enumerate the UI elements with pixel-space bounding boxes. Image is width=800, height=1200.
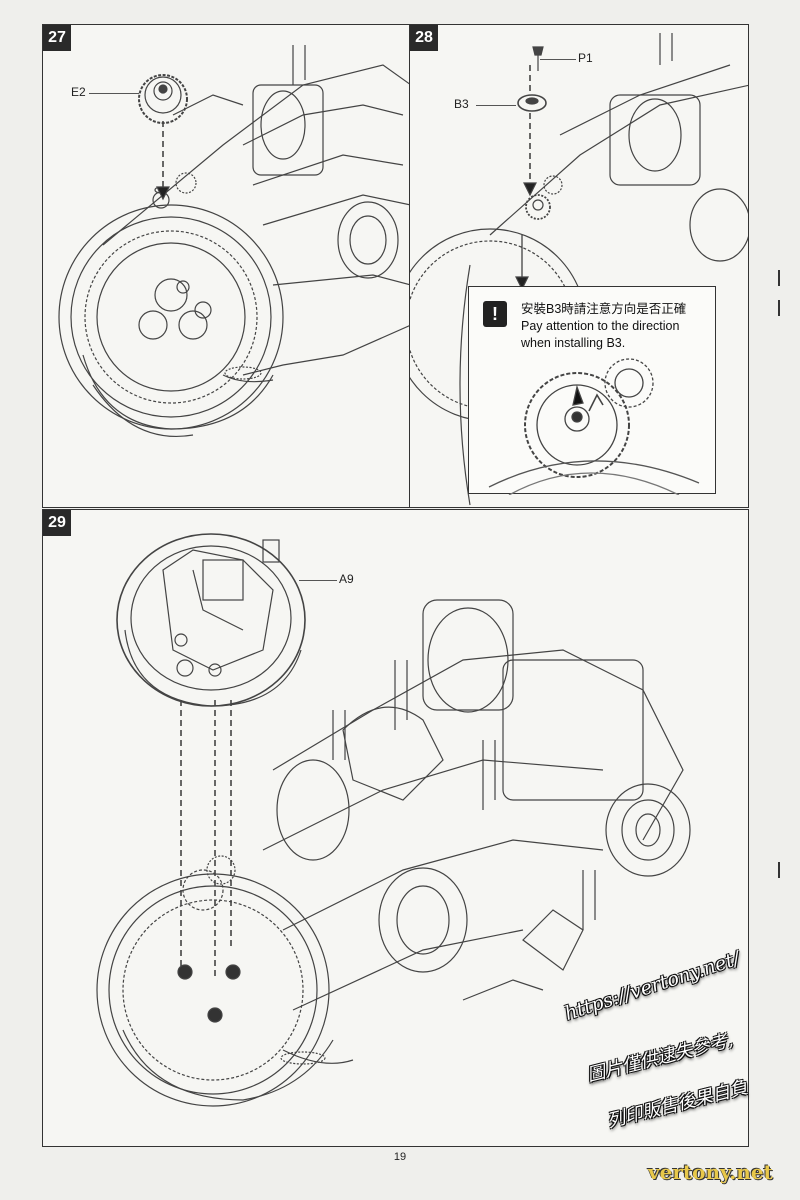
step-28-number: 28 [410,25,438,51]
installation-note-box: ! 安裝B3時請注意方向是否正確 Pay attention to the di… [468,286,716,495]
step-29-panel: 29 [42,509,749,1147]
part-b3-leader-line [476,105,516,106]
note-english-line2: when installing B3. [521,336,626,350]
part-label-p1: P1 [578,51,593,65]
part-a9-leader-line [299,580,337,581]
part-p1-leader-line [540,59,576,60]
step-27-drawing [58,45,409,437]
scan-mark [778,270,780,286]
warning-icon: ! [483,301,507,327]
scan-mark [778,862,780,878]
watermark-brand: vertony.net [648,1160,773,1184]
note-chinese: 安裝B3時請注意方向是否正確 [521,302,687,316]
part-label-e2: E2 [71,85,86,99]
installation-note-text: 安裝B3時請注意方向是否正確 Pay attention to the dire… [521,301,686,352]
note-english-line1: Pay attention to the direction [521,319,680,333]
step-27-number: 27 [43,25,71,51]
part-e2-leader-line [89,93,139,94]
part-label-b3: B3 [454,97,469,111]
part-label-a9: A9 [339,572,354,586]
step-29-number: 29 [43,510,71,536]
step-27-panel: 27 [42,24,410,508]
page-number: 19 [393,1151,407,1163]
scan-mark [778,300,780,316]
step-29-drawing [96,533,691,1107]
note-detail-drawing [488,358,700,495]
